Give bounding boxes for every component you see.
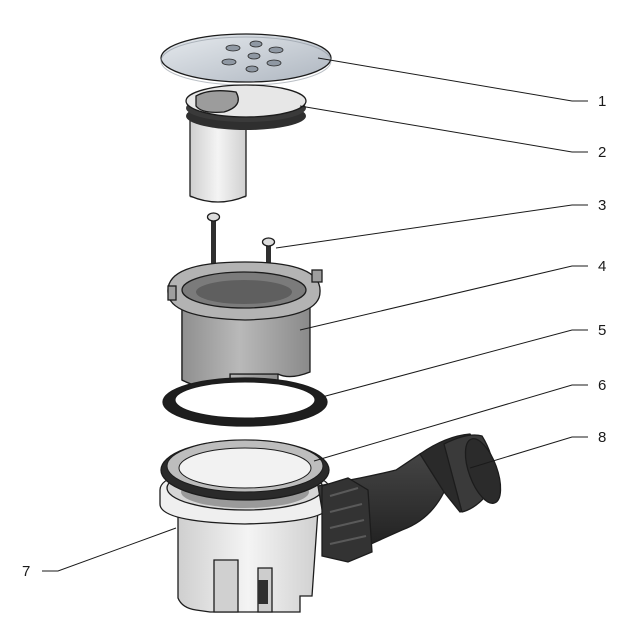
leader-line-2	[299, 105, 588, 153]
nut	[321, 477, 373, 563]
leader-line-7	[42, 527, 177, 572]
callout-6: 6	[598, 377, 606, 394]
callout-3: 3	[598, 197, 606, 214]
callout-8: 8	[598, 429, 606, 446]
leader-line-6	[313, 384, 588, 462]
callout-4: 4	[598, 258, 606, 275]
callout-2: 2	[598, 144, 606, 161]
grate-slots	[221, 40, 284, 73]
grate-cover	[160, 33, 332, 86]
callout-1: 1	[598, 93, 606, 110]
leader-line-4	[299, 265, 588, 331]
leader-line-5	[321, 329, 588, 398]
callout-7: 7	[22, 563, 30, 580]
odour-trap-insert	[185, 84, 307, 203]
leader-line-8	[469, 436, 588, 469]
flat-gasket	[162, 377, 328, 427]
callout-5: 5	[598, 322, 606, 339]
callout-numbers: 1 2 3 4 5 6 7 8	[22, 93, 606, 580]
leader-line-1	[317, 57, 588, 102]
sealing-ring	[160, 439, 330, 501]
outlet-pipe	[317, 433, 502, 563]
leader-lines	[42, 57, 588, 572]
leader-line-3	[275, 204, 588, 249]
